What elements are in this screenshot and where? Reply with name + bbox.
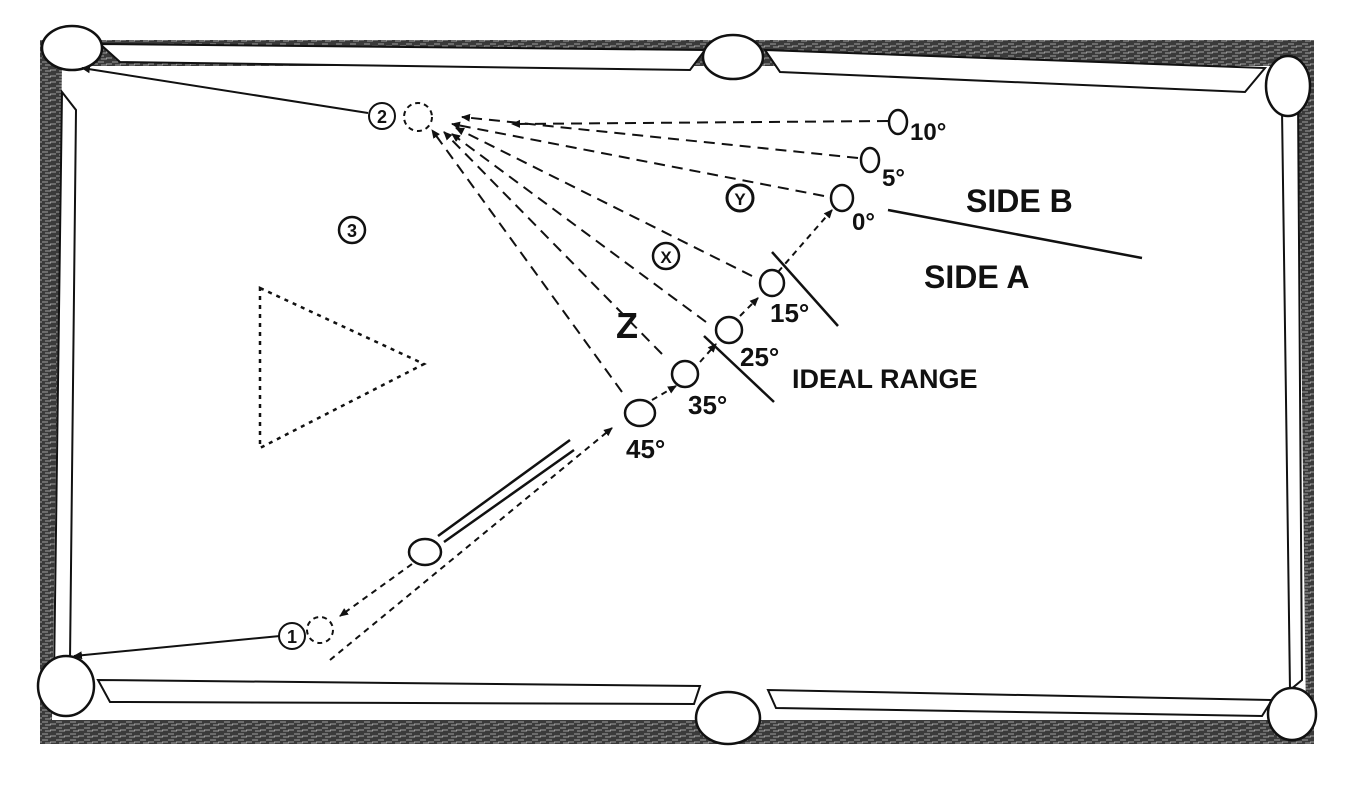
label-zone-z: Z [616,305,638,346]
label-ideal-range: IDEAL RANGE [792,364,978,394]
angle-label-25: 25° [740,342,779,372]
ideal-range-line-lower [703,335,775,403]
angle-label-5: 5° [882,165,905,192]
marker-y: Y [725,183,755,213]
rack-triangle [258,286,427,451]
path-ball2-to-pocket [81,65,369,114]
marker-3-label: 3 [347,221,357,241]
angle-label-45: 45° [626,434,665,464]
marker-1: 1 [278,622,306,650]
cue-stick [437,438,575,544]
target-ball-5 [859,146,881,174]
label-side-b: SIDE B [966,183,1073,219]
target-ball-35 [670,359,700,389]
marker-2-label: 2 [377,107,387,127]
cue-ball-path [329,209,833,661]
marker-2: 2 [368,102,396,130]
target-ball-10 [887,108,909,136]
marker-x: X [651,241,681,271]
marker-3: 3 [337,215,367,245]
table-felt [52,66,1306,720]
marker-y-label: Y [734,190,746,209]
angle-lines [431,113,889,393]
target-ball-25 [714,315,744,345]
balls [407,108,909,567]
marker-1-label: 1 [287,627,297,647]
path-ball1-to-pocket [73,635,281,660]
ghost-balls [306,102,433,644]
pockets [36,24,1318,746]
table-rails [52,42,1304,718]
angle-label-10: 10° [910,119,946,146]
ideal-range-line-upper [771,251,839,327]
target-ball-45 [623,398,657,428]
target-ball-15 [758,268,786,298]
side-divider [887,208,1143,260]
marker-x-label: X [660,248,672,267]
angle-label-15: 15° [770,298,809,328]
target-ball-0 [829,183,855,213]
cue-ball [407,537,443,567]
angle-label-0: 0° [852,209,875,236]
label-side-a: SIDE A [924,259,1030,295]
angle-label-35: 35° [688,390,727,420]
